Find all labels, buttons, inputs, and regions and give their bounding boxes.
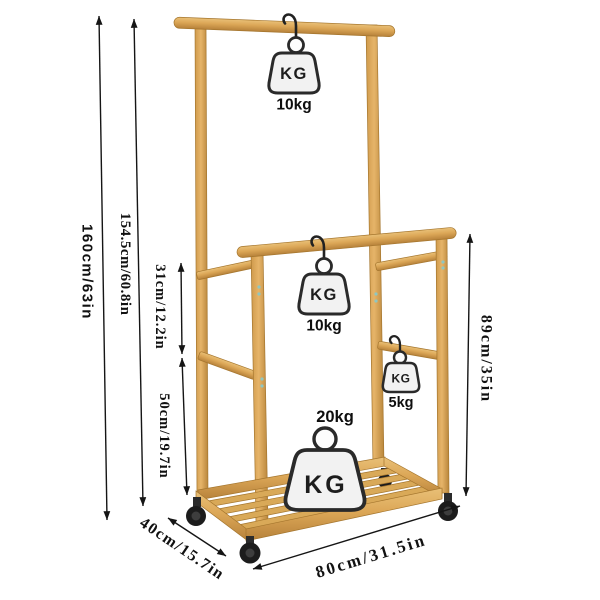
dim-label-rail-gap-lower: 50cm/19.7in xyxy=(156,393,172,479)
dim-arrow-base-depth xyxy=(167,517,227,557)
kettlebell-weight-icon xyxy=(287,36,305,54)
capacity-label-side-rail: 5kg xyxy=(389,395,414,411)
screw-dot xyxy=(374,299,378,303)
weight-badge-side-rail: KG 5kg xyxy=(381,335,421,411)
dim-arrow-frame-height xyxy=(130,18,147,507)
dim-arrow-total-height xyxy=(95,15,111,521)
capacity-label-top-bar: 10kg xyxy=(276,97,311,114)
weight-badge-front-bar: KG 10kg xyxy=(297,235,351,335)
dim-arrow-front-bar-height xyxy=(462,233,474,497)
rear-left-post xyxy=(194,22,209,499)
dim-label-rail-gap-upper: 31cm/12.2in xyxy=(152,264,168,350)
kettlebell-weight-icon xyxy=(392,350,408,365)
weight-badge-top-bar: KG 10kg xyxy=(267,13,321,114)
front-hanging-bar xyxy=(236,227,457,258)
screw-dot xyxy=(260,384,264,388)
hanger-hook-icon xyxy=(388,335,402,356)
weight-badge-shelf: 20kg KG xyxy=(283,408,367,512)
caster-wheel-icon xyxy=(239,536,261,564)
front-right-post xyxy=(435,234,450,494)
weight-unit-label: KG xyxy=(304,471,348,499)
dim-label-base-width: 80cm/31.5in xyxy=(313,530,428,582)
weight-unit-label: KG xyxy=(392,372,411,386)
screw-dot xyxy=(260,377,264,381)
weight-unit-label: KG xyxy=(310,286,338,304)
screw-dot xyxy=(441,260,445,264)
screw-dot xyxy=(257,285,261,289)
kettlebell-weight-icon xyxy=(312,426,338,452)
hanger-hook-icon xyxy=(282,13,298,42)
screw-dot xyxy=(257,292,261,296)
hanger-hook-icon xyxy=(310,235,326,264)
screw-dot xyxy=(374,292,378,296)
screw-dot xyxy=(441,266,445,270)
capacity-label-shelf: 20kg xyxy=(316,408,354,426)
dim-label-base-depth: 40cm/15.7in xyxy=(136,514,227,583)
dim-label-front-bar-height: 89cm/35in xyxy=(478,315,495,403)
kettlebell-weight-icon xyxy=(315,257,333,275)
dim-arrow-rail-gap-upper xyxy=(177,262,186,355)
dim-arrow-rail-gap-lower xyxy=(178,357,191,496)
dim-arrow-base-width xyxy=(252,505,461,570)
weight-unit-label: KG xyxy=(280,65,308,83)
dim-label-total-height: 160cm/63in xyxy=(79,224,96,320)
dim-label-frame-height: 154.5cm/60.8in xyxy=(117,213,133,316)
capacity-label-front-bar: 10kg xyxy=(306,318,341,335)
